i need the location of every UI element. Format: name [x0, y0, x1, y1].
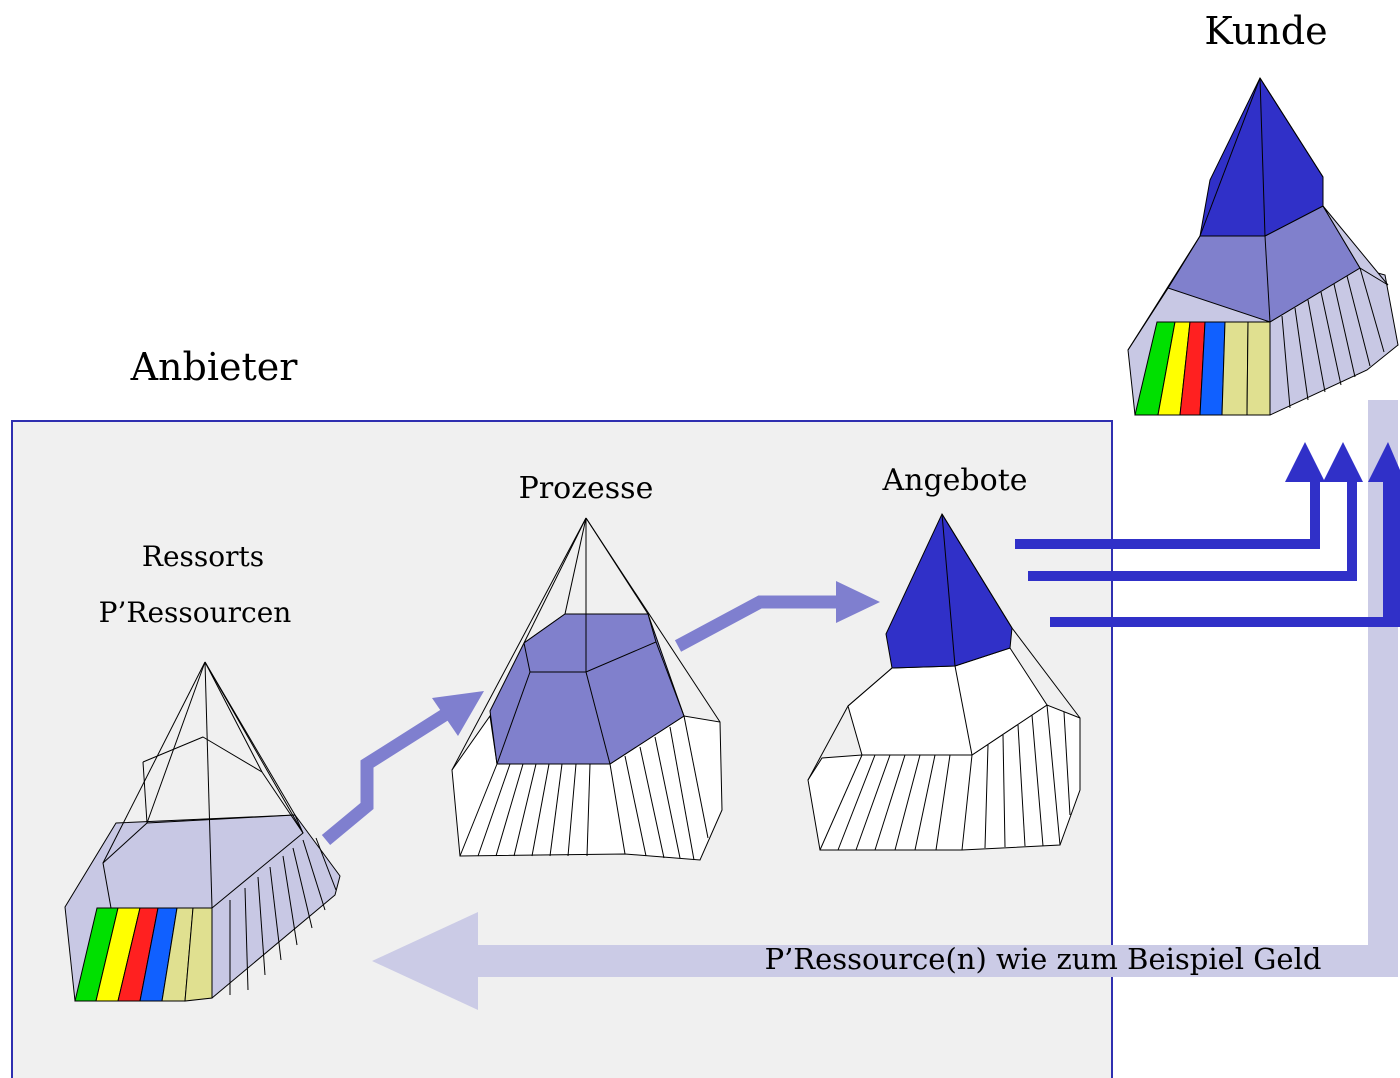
- processes-label: Prozesse: [519, 471, 654, 506]
- flow-arrow-processes-to-offers: [674, 581, 880, 652]
- resorts-label-line1: Ressorts: [142, 540, 264, 573]
- offers-label: Angebote: [881, 463, 1027, 498]
- pyramid-offers: [807, 512, 1081, 851]
- pyramid-customer: [1127, 76, 1399, 416]
- provider-label: Anbieter: [130, 345, 299, 389]
- pyramid-processes: [451, 517, 723, 861]
- resorts-label-line2: P’Ressourcen: [99, 596, 292, 629]
- pyramid-resorts: [64, 661, 341, 1002]
- return-flow-label: P’Ressource(n) wie zum Beispiel Geld: [765, 942, 1322, 976]
- flow-arrow-resorts-to-processes: [321, 691, 484, 846]
- customer-label: Kunde: [1204, 9, 1327, 53]
